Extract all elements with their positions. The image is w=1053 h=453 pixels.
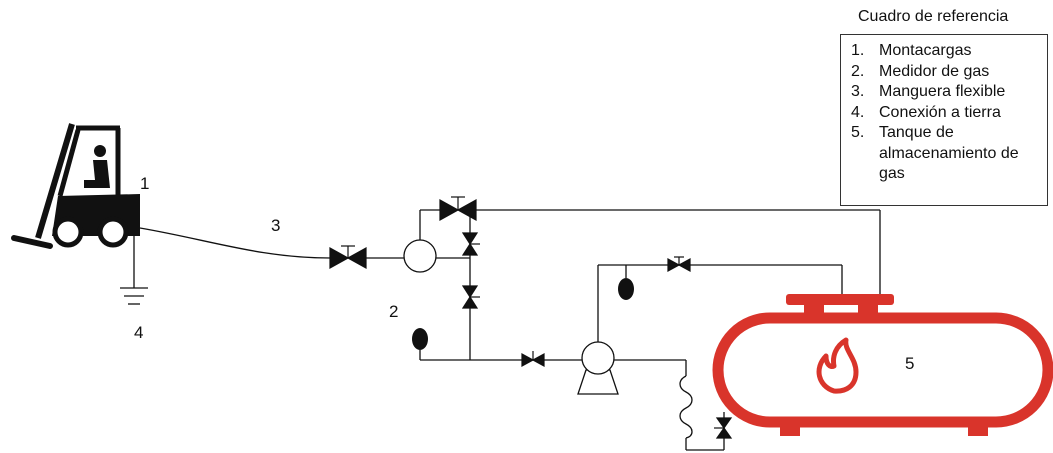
valve-tank-bottom — [714, 417, 733, 439]
flexible-hose — [139, 227, 331, 259]
legend-item: 5. Tanque de almacenamiento de gas — [851, 123, 1047, 185]
legend-item: 4. Conexión a tierra — [851, 103, 1047, 124]
legend-item-label: Medidor de gas — [879, 62, 990, 80]
valve-hose — [329, 245, 367, 270]
legend-title: Cuadro de referencia — [858, 8, 1009, 25]
label-meter: 2 — [389, 302, 398, 321]
valve-top — [439, 196, 477, 222]
gas-tank-icon — [712, 294, 1053, 436]
valve-bottom-run — [521, 351, 545, 368]
legend-item-number: 3. — [851, 83, 865, 100]
legend-item-label: Montacargas — [879, 42, 972, 59]
pipes — [133, 209, 881, 451]
label-hose: 3 — [271, 216, 280, 235]
legend-list: 1. Montacargas 2. Medidor de gas 3. Mang… — [851, 41, 1047, 185]
label-tank: 5 — [905, 354, 914, 373]
legend-item: 1. Montacargas — [851, 41, 1047, 62]
legend-item-label: Conexión a tierra — [879, 103, 1001, 121]
flex-coupling — [679, 375, 693, 439]
legend-item-label: Manguera flexible — [879, 83, 1006, 100]
label-forklift: 1 — [140, 174, 149, 193]
legend-item: 2. Medidor de gas — [851, 62, 1047, 83]
sensor-icon-2 — [618, 278, 634, 300]
sensor-icon — [412, 328, 428, 350]
legend-item-label: Tanque de almacenamiento de gas — [879, 124, 1019, 182]
legend-item-number: 4. — [851, 103, 865, 121]
label-ground: 4 — [134, 323, 143, 342]
valve-bypass-lower — [461, 285, 480, 309]
valve-pump-top — [667, 256, 691, 273]
legend-item: 3. Manguera flexible — [851, 82, 1047, 103]
legend-item-number: 2. — [851, 62, 865, 80]
pump-icon — [577, 341, 619, 395]
ground-icon — [120, 287, 148, 305]
forklift-icon — [11, 123, 140, 249]
legend-item-number: 5. — [851, 124, 865, 141]
legend-item-number: 1. — [851, 42, 865, 59]
valve-bypass-upper — [461, 232, 480, 256]
flame-icon — [816, 337, 859, 394]
valve-icon — [329, 196, 733, 439]
legend-box: 1. Montacargas 2. Medidor de gas 3. Mang… — [840, 34, 1048, 206]
gas-meter-icon — [403, 239, 437, 273]
